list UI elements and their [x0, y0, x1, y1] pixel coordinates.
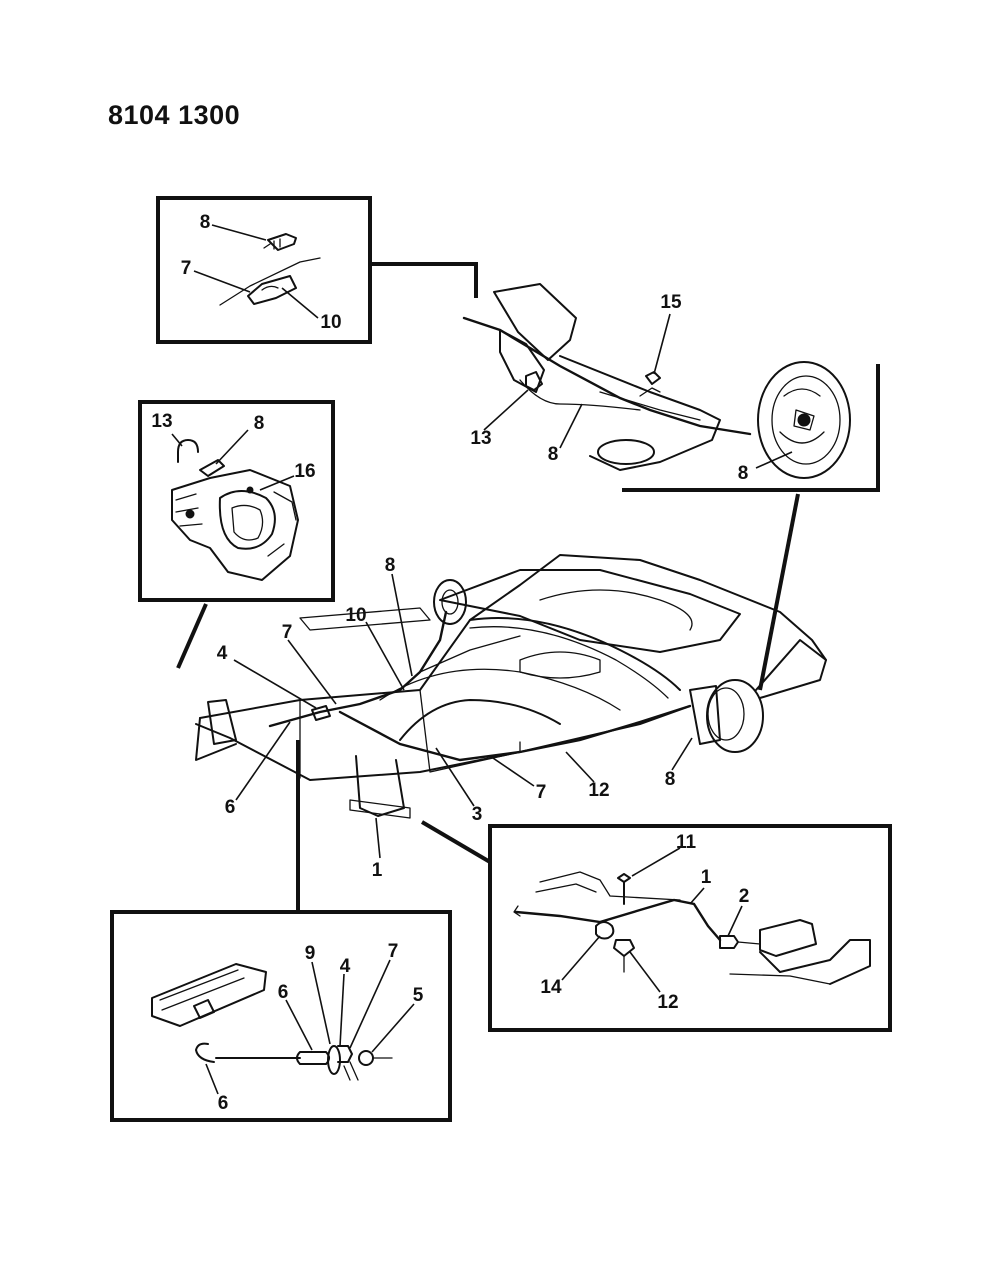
callout-14: 14	[540, 977, 562, 998]
figure-id: 8104 1300	[108, 100, 240, 130]
inset-cable-bracket: 8 7 10	[156, 196, 478, 344]
callout-12: 12	[588, 780, 609, 801]
bracket	[247, 275, 297, 305]
inset-front-cable: 11 1 2 14 12	[488, 824, 892, 1032]
cable-front-left	[268, 610, 448, 728]
callout-8: 8	[200, 212, 211, 233]
callout-2: 2	[739, 886, 750, 907]
bolt	[645, 371, 661, 385]
callout-8: 8	[665, 769, 676, 790]
connector-line	[176, 603, 208, 669]
backing-plate	[757, 361, 851, 479]
callout-6: 6	[218, 1093, 229, 1114]
callout-3: 3	[472, 804, 483, 825]
adjuster	[719, 935, 739, 949]
bolt	[617, 873, 631, 905]
cable-strand	[219, 257, 321, 306]
callout-7: 7	[388, 941, 399, 962]
rear-drum-right	[706, 679, 764, 753]
callout-5: 5	[413, 985, 424, 1006]
floor-pan	[539, 871, 681, 901]
body-outline	[199, 554, 827, 719]
body-panel	[151, 963, 267, 1027]
inset-equalizer: 9 4 7 6 5 6	[110, 910, 452, 1122]
connector-line	[370, 262, 478, 298]
callout-7: 7	[181, 258, 192, 279]
callout-15: 15	[660, 292, 682, 313]
sleeve	[296, 1051, 330, 1065]
pedal-assembly	[355, 755, 405, 817]
grommet	[525, 371, 543, 391]
cable-clip	[595, 921, 615, 940]
inset-frame	[138, 400, 335, 602]
rear-floor-pan	[439, 569, 741, 653]
connector-line	[758, 493, 800, 691]
callout-8: 8	[254, 413, 265, 434]
crossmember	[207, 699, 237, 745]
inset-frame	[488, 824, 892, 1032]
floor-hole	[597, 439, 655, 465]
inset-rear-brake: 15 13 8 8	[462, 283, 880, 492]
cable-end	[267, 233, 297, 251]
frame-rail-left	[195, 705, 691, 781]
callout-10: 10	[320, 312, 341, 333]
cable-rear-right	[338, 704, 692, 762]
callout-8: 8	[385, 555, 396, 576]
callout-11: 11	[676, 832, 697, 853]
hook-rod	[195, 1042, 215, 1063]
callout-7: 7	[536, 782, 547, 803]
inset-frame	[156, 196, 372, 344]
console-bracket	[493, 283, 577, 361]
rear-cable	[462, 316, 752, 436]
callout-12: 12	[657, 992, 678, 1013]
nut	[358, 1050, 374, 1066]
rear-axle	[469, 617, 681, 691]
front-cable	[514, 898, 722, 942]
callout-9: 9	[305, 943, 316, 964]
equalizer	[311, 705, 331, 721]
callout-7: 7	[282, 622, 293, 643]
inset-frame-partial	[622, 364, 880, 492]
floor-pan	[559, 355, 721, 471]
callout-16: 16	[294, 461, 315, 482]
inset-frame	[110, 910, 452, 1122]
connector-line	[420, 820, 492, 864]
pedal-bracket	[759, 919, 817, 957]
clip	[177, 439, 199, 463]
callout-10: 10	[345, 605, 366, 626]
rear-drum-left	[433, 579, 467, 625]
callout-6: 6	[278, 982, 289, 1003]
equalizer	[327, 1045, 341, 1075]
inset-caliper: 13 8 16	[138, 400, 335, 602]
main-underbody-view: 8 10 7 4 6 3 7 12 8 1	[195, 554, 827, 881]
floor-tunnel	[399, 699, 561, 741]
sill-left	[299, 607, 431, 631]
callout-13: 13	[470, 428, 491, 449]
callout-1: 1	[372, 860, 383, 881]
nut	[613, 939, 635, 957]
callout-13: 13	[151, 411, 172, 432]
callout-8: 8	[548, 444, 559, 465]
cable-end	[199, 459, 225, 477]
callout-4: 4	[217, 643, 228, 664]
callout-4: 4	[340, 956, 351, 977]
callout-1: 1	[701, 867, 712, 888]
callout-8: 8	[738, 463, 749, 484]
caliper	[171, 469, 299, 581]
callout-6: 6	[225, 797, 236, 818]
